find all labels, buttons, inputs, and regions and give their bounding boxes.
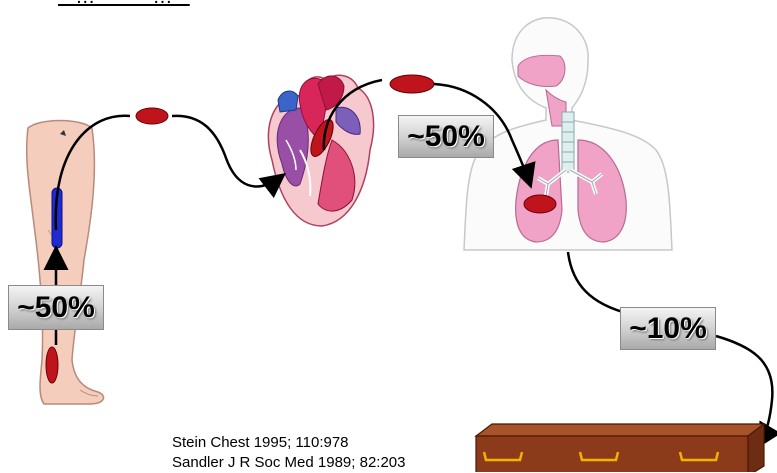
leg-clot [46,347,58,383]
partial-title: ~ … ~ ~ ~ … ~ [58,0,190,9]
coffin-icon [476,424,764,472]
transit-clot-2 [390,75,434,93]
lung-percentage-label: ~50% [398,115,494,158]
references: Stein Chest 1995; 110:978 Sandler J R So… [172,433,405,473]
reference-1: Stein Chest 1995; 110:978 [172,433,405,453]
heart-icon [268,75,373,226]
lung-clot [524,195,556,213]
death-percentage-label: ~10% [620,307,716,350]
torso-lungs-icon [464,18,672,250]
leg-percentage-label: ~50% [8,285,104,330]
reference-2: Sandler J R Soc Med 1989; 82:203 [172,453,405,473]
transit-clot-1 [136,108,168,124]
